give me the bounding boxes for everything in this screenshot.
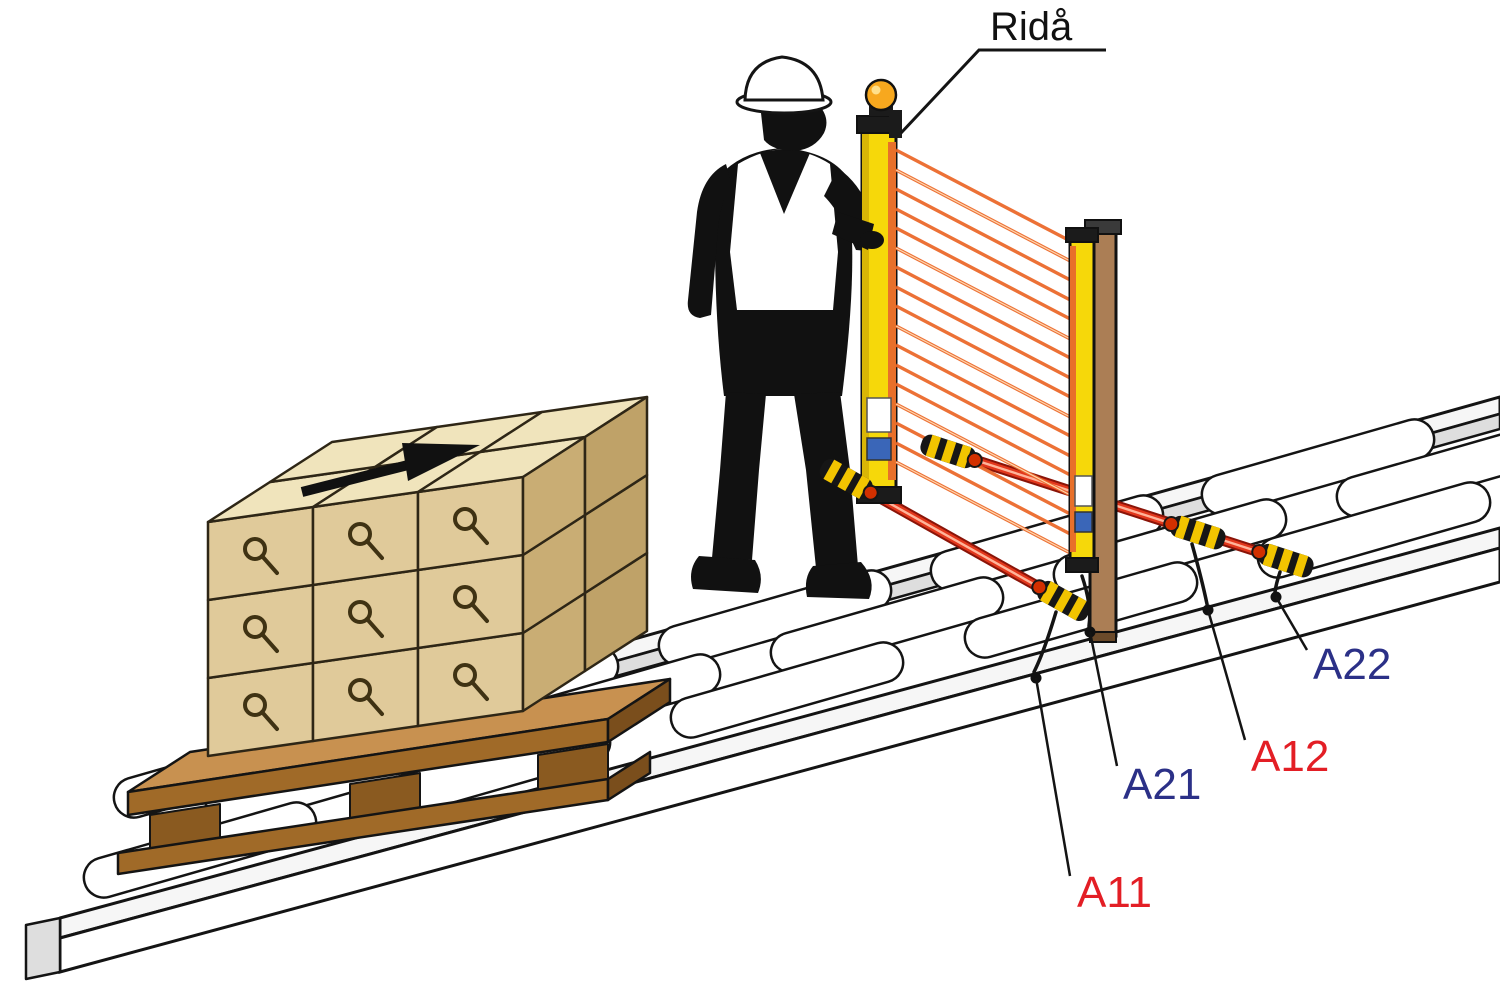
box-stack <box>206 395 649 758</box>
title-label: Ridå <box>990 5 1073 49</box>
curtain-beam-highlights <box>895 169 1077 557</box>
worker-silhouette <box>687 55 884 599</box>
leader-line-a22 <box>1274 596 1309 651</box>
curtain-beams <box>895 148 1077 558</box>
worker-right-boot <box>805 562 872 599</box>
label-a21: A21 <box>1123 760 1201 809</box>
light-curtain-emitter <box>856 78 902 504</box>
light-curtain-receiver <box>1065 219 1122 643</box>
worker-hand <box>832 212 884 250</box>
title-pointer <box>899 48 1106 135</box>
pallet <box>116 677 672 876</box>
worker-left-arm <box>687 164 732 318</box>
leader-line-a12 <box>1206 609 1247 741</box>
worker-head <box>760 104 827 151</box>
muting-sensor <box>917 431 986 474</box>
label-a22: A22 <box>1313 640 1391 689</box>
direction-arrow-icon <box>300 443 480 497</box>
sensor-cables <box>1032 542 1282 674</box>
safety-vest <box>730 149 838 310</box>
leader-line-a21 <box>1088 631 1119 767</box>
light-curtain <box>856 78 1122 643</box>
callouts: A11 A21 A12 A22 Ridå <box>899 5 1391 917</box>
worker-left-boot <box>691 556 761 593</box>
hard-hat <box>743 55 825 102</box>
beacon-icon <box>864 78 898 112</box>
label-a11: A11 <box>1077 868 1152 917</box>
label-a12: A12 <box>1251 732 1329 781</box>
leader-line-a11 <box>1034 677 1072 877</box>
